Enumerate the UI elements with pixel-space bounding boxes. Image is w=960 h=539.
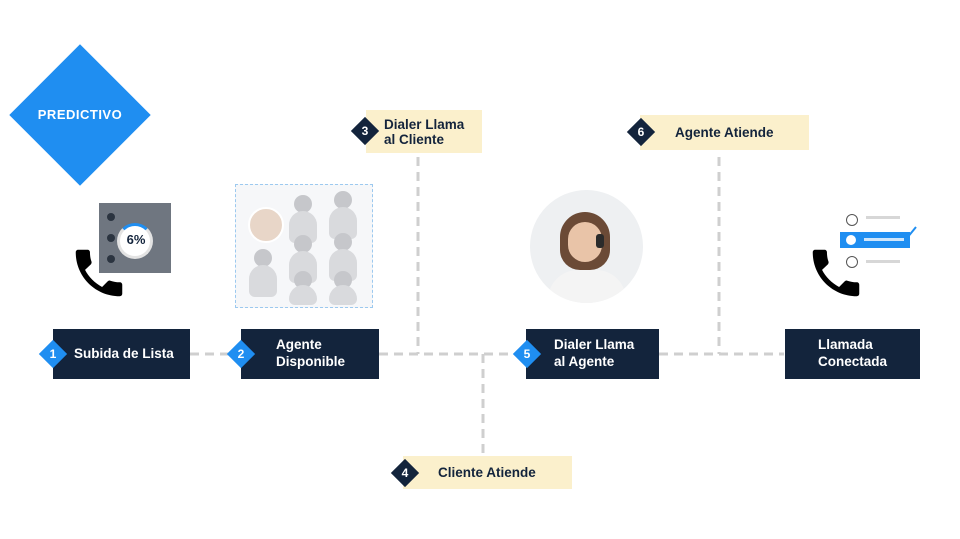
step-3-box: Dialer Llama al Cliente	[366, 110, 482, 153]
agents-photo-grid	[235, 184, 373, 308]
final-step-label-line2: Conectada	[818, 354, 888, 369]
step-2-number: 2	[237, 347, 245, 361]
agent-photo	[248, 207, 284, 243]
agent-photo	[254, 249, 272, 267]
step-5-label-line1: Dialer Llama	[554, 337, 635, 353]
agent-photo	[294, 195, 312, 213]
step-4-box: Cliente Atiende	[403, 456, 572, 489]
phone-icon	[75, 249, 123, 297]
step-2-box: Agente Disponible	[241, 329, 379, 379]
connected-list	[838, 210, 918, 274]
phone-icon	[812, 249, 860, 297]
step-6-number: 6	[637, 125, 645, 139]
step-1-label: Subida de Lista	[74, 345, 174, 361]
step-1-number: 1	[49, 347, 57, 361]
step-4-number: 4	[401, 466, 409, 480]
selected-row	[840, 232, 910, 248]
user-icon	[107, 255, 115, 263]
check-icon	[901, 226, 917, 240]
step-3-label-line2: al Cliente	[384, 131, 445, 147]
agent-headset-photo	[530, 190, 643, 303]
stats-card: 6%	[99, 203, 171, 273]
final-step-label-line1: Llamada	[818, 337, 873, 353]
step-5-box: Dialer Llama al Agente	[526, 329, 659, 379]
step-4-label: Cliente Atiende	[438, 465, 536, 480]
step-3-label-line1: Dialer Llama	[384, 116, 465, 132]
step-5-label-line2: al Agente	[554, 354, 615, 369]
agent-photo	[249, 265, 277, 297]
step-1-box: Subida de Lista	[53, 329, 190, 379]
user-icon	[846, 235, 856, 245]
user-icon	[107, 234, 115, 242]
agent-photo	[294, 235, 312, 253]
user-icon	[846, 256, 858, 268]
agent-photo	[289, 285, 317, 305]
step-6-box: Agente Atiende	[640, 115, 809, 150]
headset-icon	[596, 234, 604, 248]
step-2-label-line2: Disponible	[276, 354, 346, 369]
progress-ring	[117, 223, 153, 259]
final-step-box: Llamada Conectada	[785, 329, 920, 379]
step-6-label: Agente Atiende	[675, 125, 774, 140]
page-title: PREDICTIVO	[37, 107, 123, 122]
agent-photo	[334, 271, 352, 289]
user-icon	[107, 213, 115, 221]
agent-photo	[334, 233, 352, 251]
step-5-number: 5	[523, 347, 531, 361]
agent-photo	[294, 271, 312, 289]
user-icon	[846, 214, 858, 226]
step-2-label-line1: Agente	[276, 337, 322, 353]
stats-badge: 6%	[126, 232, 146, 247]
agent-photo	[334, 191, 352, 209]
agent-photo	[329, 285, 357, 305]
step-3-number: 3	[361, 124, 369, 138]
